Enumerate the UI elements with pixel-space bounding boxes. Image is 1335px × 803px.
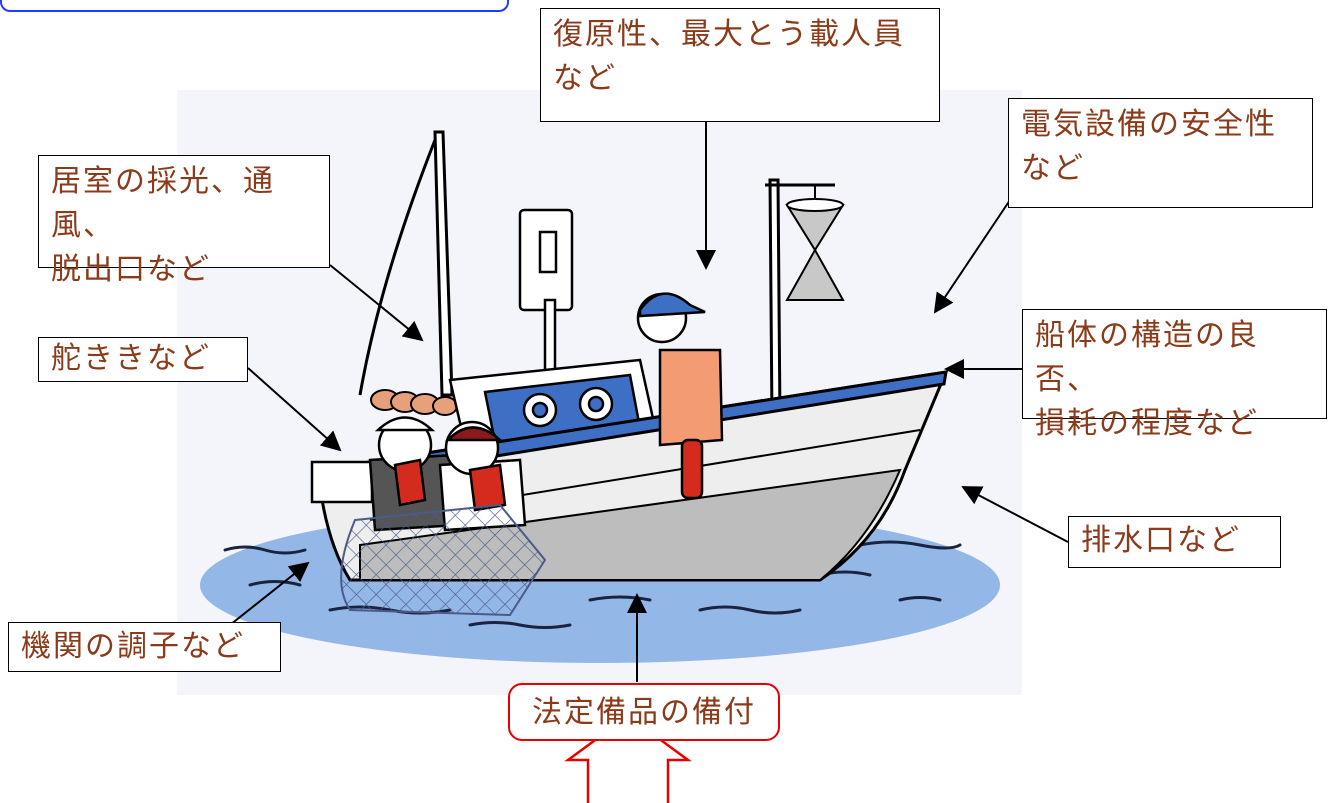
masts (358, 130, 835, 422)
label-cabin: 居室の採光、通風、 脱出口など (38, 155, 330, 287)
label-drain: 排水口など (1068, 516, 1281, 568)
fisherman-stern-left (368, 416, 462, 532)
arrow-cabin (329, 264, 424, 342)
label-stability: 復原性、最大とう載人員 など (540, 8, 940, 122)
rolled-sail (370, 389, 458, 416)
top-blue-bar (0, 0, 509, 12)
label-equipment: 法定備品の備付 (508, 683, 780, 741)
hourglass-buoy (785, 185, 845, 301)
arrow-electric (933, 199, 1011, 314)
callout-arrows (229, 122, 1069, 682)
label-engine: 機関の調子など (8, 622, 281, 672)
stern-structure (310, 460, 374, 504)
arrow-engine (229, 561, 310, 626)
arrow-rudder (247, 367, 342, 452)
label-electric: 電気設備の安全性 など (1008, 98, 1313, 208)
arrow-drain (961, 486, 1069, 543)
label-rudder: 舵ききなど (38, 337, 248, 382)
fisherman-bow (636, 292, 724, 500)
fishing-net (340, 503, 547, 617)
label-hull: 船体の構造の良否、 損耗の程度など (1022, 309, 1327, 441)
